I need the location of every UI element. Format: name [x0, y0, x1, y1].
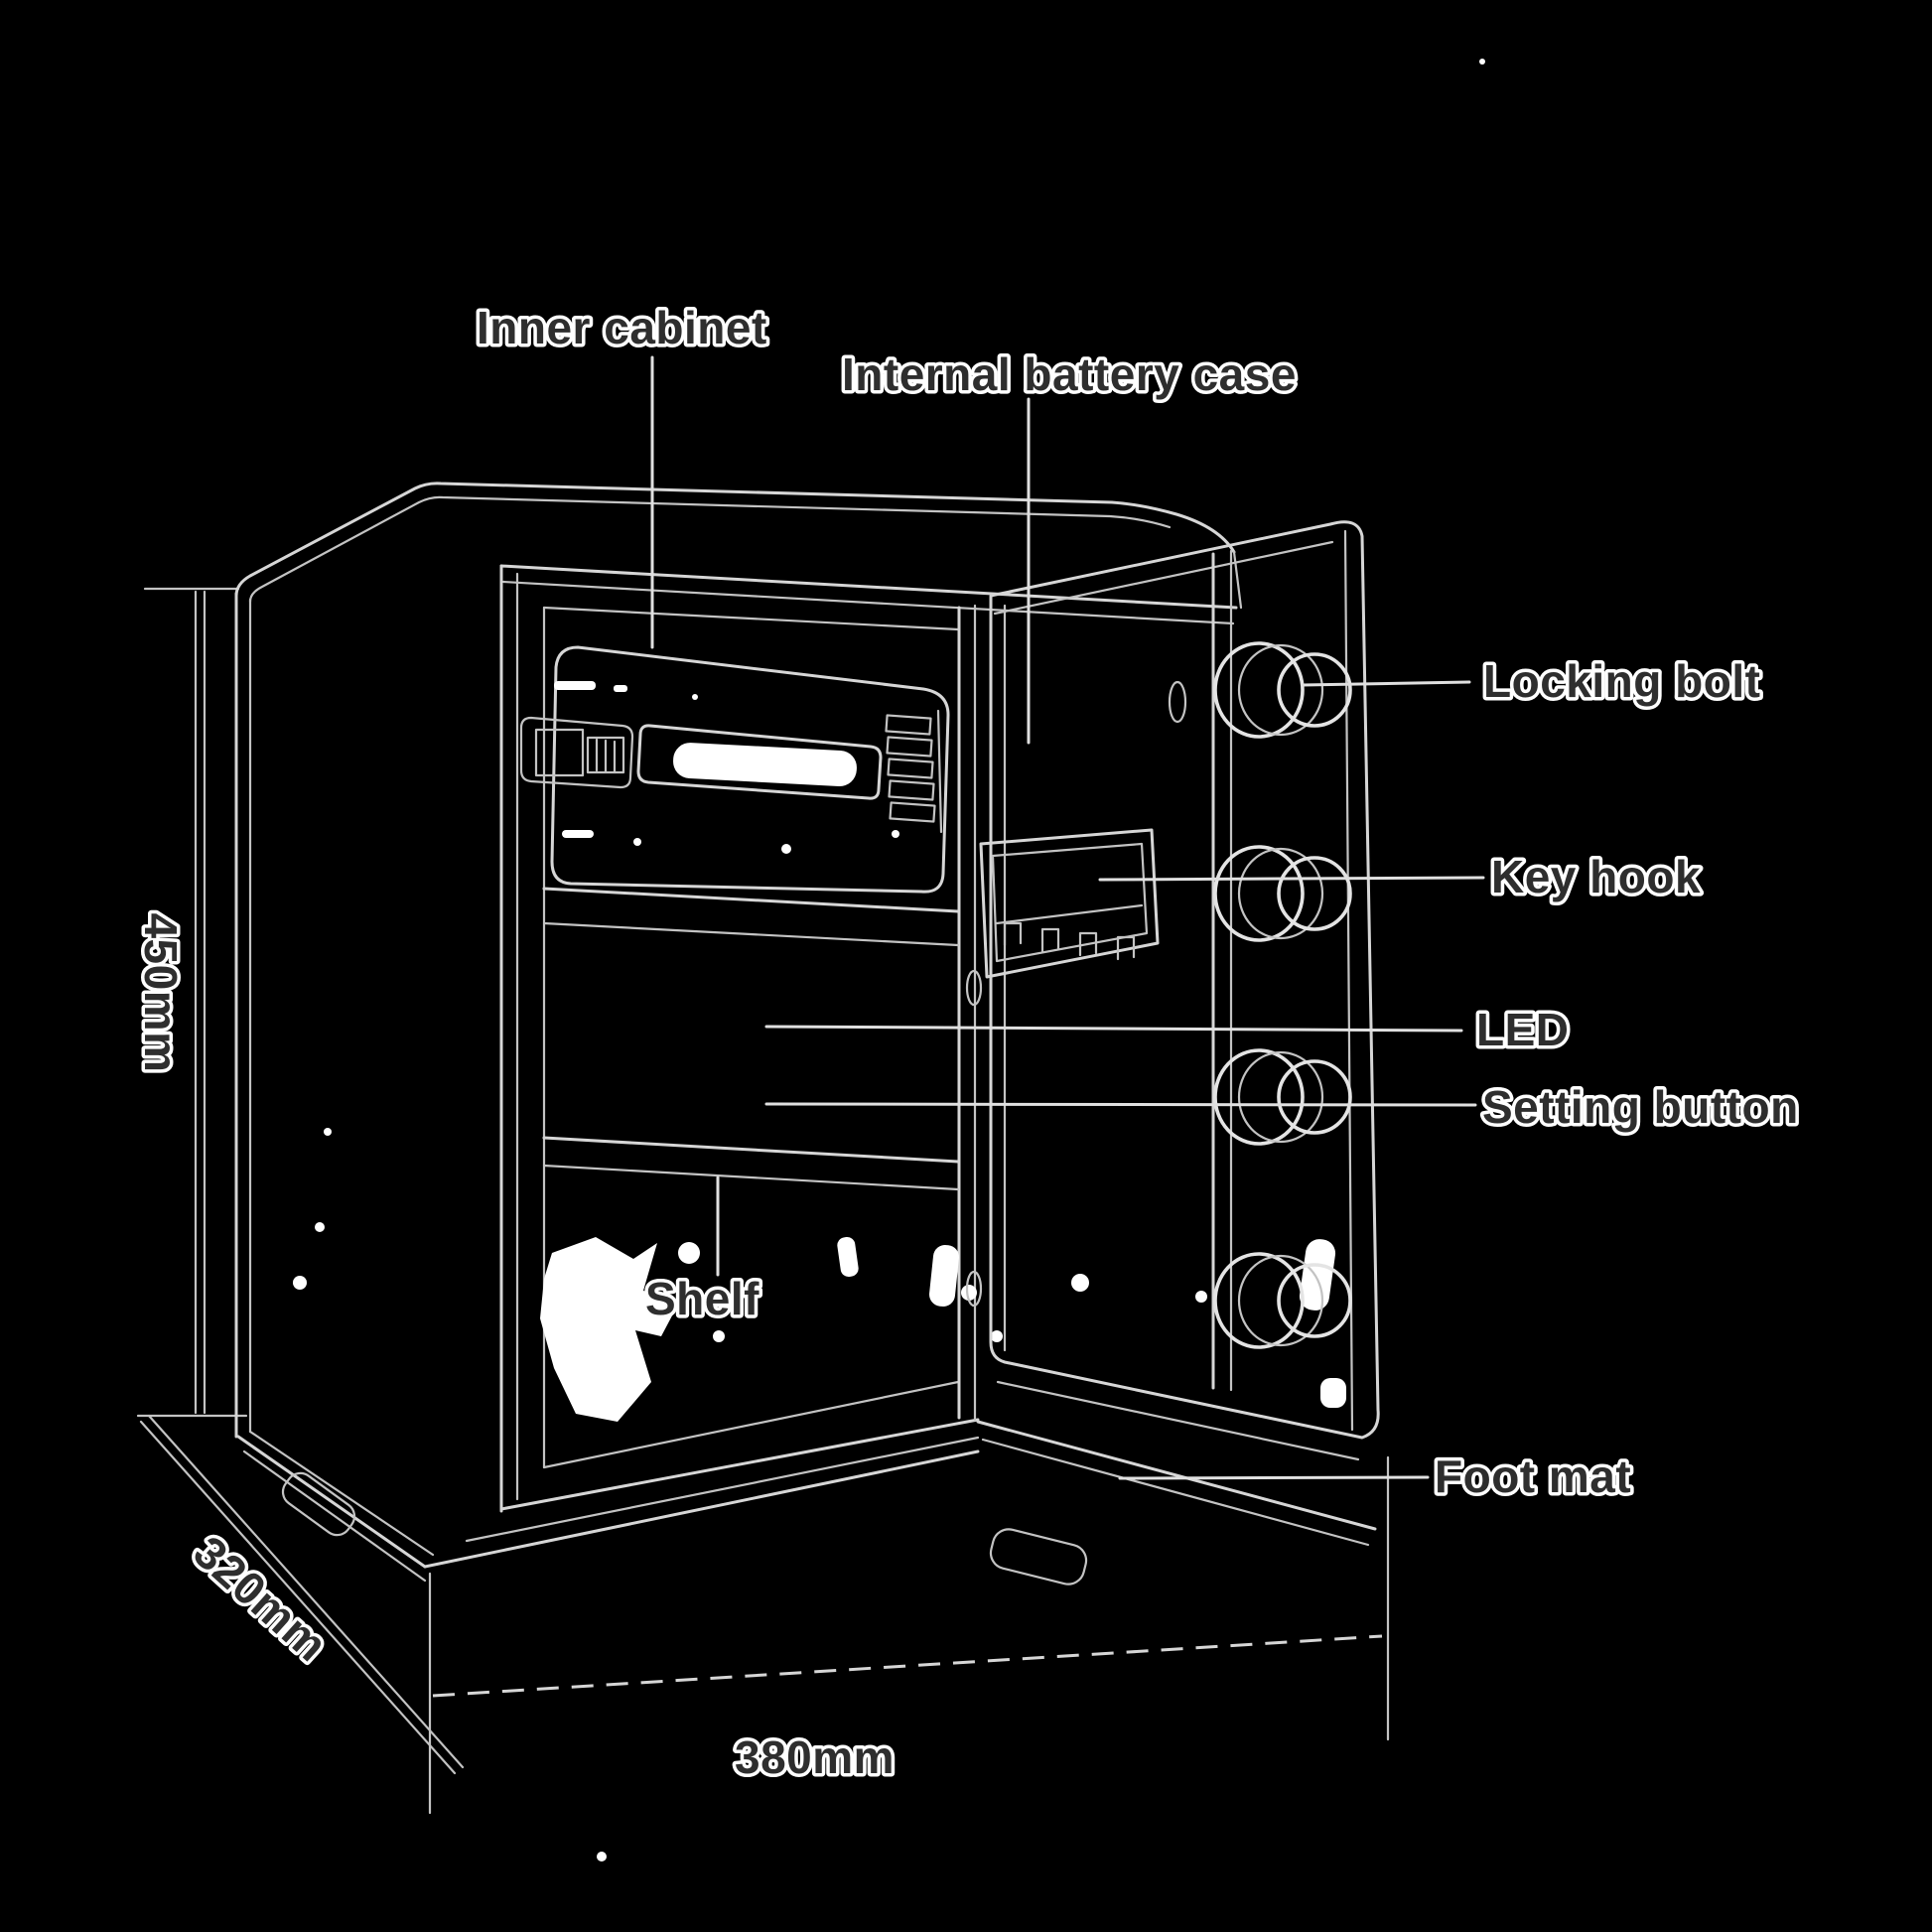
key-hook-peg: [1116, 935, 1136, 961]
safe-door: [965, 520, 1380, 1461]
label-led: LED: [1476, 1004, 1570, 1055]
shelf: [542, 1136, 960, 1191]
locking-bolt-leader: [1301, 680, 1471, 687]
label-setting-button: Setting button: [1482, 1081, 1799, 1133]
label-inner-cabinet: Inner cabinet: [477, 302, 767, 353]
battery-panel-vents: [885, 709, 943, 834]
dimension-height-450mm: 450mm: [132, 587, 248, 1418]
highlight: [673, 743, 857, 786]
led-leader: [764, 1025, 1463, 1033]
dimension-depth-320mm: 320mm: [139, 1414, 465, 1815]
screw-hole: [965, 969, 983, 1007]
dimension-height-label: 450mm: [135, 912, 187, 1072]
dimension-width-label: 380mm: [735, 1731, 895, 1783]
label-foot-mat: Foot mat: [1435, 1450, 1631, 1502]
dimension-width-380mm: 380mm: [432, 1455, 1390, 1787]
locking-bolt: [1213, 845, 1352, 942]
setting-button-leader: [764, 1102, 1477, 1107]
key-hook-peg: [1078, 931, 1098, 957]
speck: [1479, 59, 1485, 65]
key-hook-bracket: [979, 828, 1160, 979]
key-hook-peg: [1040, 927, 1060, 953]
key-hook-peg: [1003, 921, 1023, 947]
battery-latch: [519, 716, 634, 789]
reflection-blobs: [293, 1128, 1346, 1422]
safe-body: [234, 59, 1485, 1862]
leader-lines: [650, 355, 1485, 1480]
locking-bolt: [1213, 1252, 1352, 1349]
screw-hole: [965, 1270, 983, 1308]
label-internal-battery-case: Internal battery case: [842, 348, 1297, 400]
locking-bolt: [1213, 641, 1352, 739]
label-key-hook: Key hook: [1491, 851, 1701, 902]
battery-latch-button: [534, 728, 585, 777]
key-hook-leader: [1098, 876, 1485, 882]
locking-bolts: [1213, 641, 1352, 1349]
speck: [597, 1852, 607, 1862]
inner-cabinet: [293, 645, 1346, 1422]
battery-compartment: [636, 724, 883, 800]
screw-hole: [1168, 680, 1187, 724]
battery-case-panel: [519, 645, 950, 894]
foot-left: [281, 1471, 356, 1537]
foot-right: [989, 1528, 1088, 1586]
foot-mat-leader: [1118, 1475, 1430, 1480]
labels: Inner cabinet Internal battery case Lock…: [474, 299, 1802, 1506]
locking-bolt: [1213, 1048, 1352, 1146]
label-locking-bolt: Locking bolt: [1483, 655, 1760, 707]
dimension-depth-label: 320mm: [184, 1526, 337, 1671]
label-shelf: Shelf: [645, 1273, 759, 1324]
